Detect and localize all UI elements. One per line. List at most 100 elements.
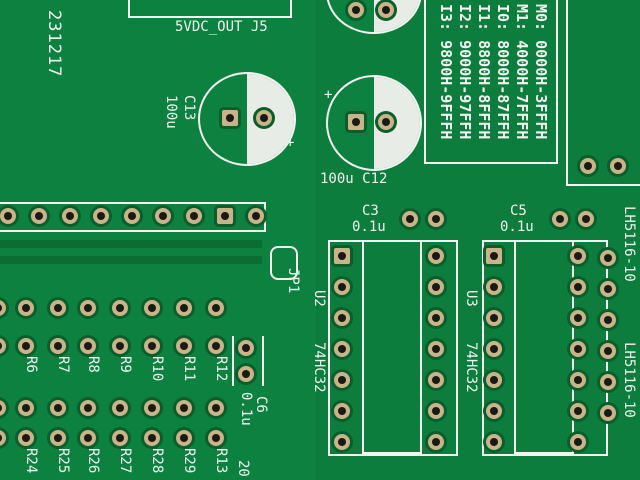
via [600,281,616,297]
display-pad [610,158,626,174]
resistor-pad [18,338,34,354]
resistor-label: R6 [23,356,39,373]
display-pad [580,158,596,174]
c6-value-text: 0.1u [238,392,254,426]
resistor-pad [112,300,128,316]
c12-pad [348,114,364,130]
c13-pad [256,110,272,126]
ic-pin [334,310,350,326]
c13-value-text: 100u [163,95,179,129]
ic-pin [428,341,444,357]
resistor-pad [176,300,192,316]
memory-map-line: I3: 9800H-9FFFH [437,4,455,140]
resistor-pad [50,400,66,416]
ic-pin [334,372,350,388]
via [600,250,616,266]
jp1-label: JP1 [285,268,301,294]
resistor-pad [18,300,34,316]
resistor-label: R27 [117,448,133,474]
ic-pin [428,403,444,419]
resistor-pad [80,300,96,316]
c13-plus: + [286,135,295,151]
u3-part: 74HC32 [463,342,479,393]
c6-value: 0.1u [238,392,254,426]
ic-pin [570,341,586,357]
c13-pad [222,110,238,126]
ic-pin [486,372,502,388]
header-pin [62,208,78,224]
ic-pin [570,310,586,326]
c6-label: C6 [253,396,269,413]
c12-ref: C12 [362,171,388,187]
ic-pin [428,279,444,295]
resistor-pad [18,430,34,446]
ic-pin [486,310,502,326]
resistor-pad [176,338,192,354]
resistor-label: R13 [213,448,229,474]
ic-pin [486,248,502,264]
display-2-label: LH5116-10 [621,342,637,418]
via [600,343,616,359]
header-pin [217,208,233,224]
resistor-pad [144,300,160,316]
u2-ref: U2 [311,290,327,307]
resistor-label: R12 [213,356,229,382]
resistor-pad [208,338,224,354]
c13-label: C13 [181,95,197,120]
ic-pin [428,372,444,388]
via [600,374,616,390]
c6-pad [238,366,254,382]
display-outline [566,0,640,186]
resistor-pad [112,400,128,416]
j5-label: 5VDC_OUT J5 [175,19,268,35]
resistor-pad [50,430,66,446]
resistor-pad [0,300,6,316]
resistor-pad [50,338,66,354]
u3-ref: U3 [463,290,479,307]
resistor-pad [80,400,96,416]
u2-part: 74HC32 [311,342,327,393]
resistor-pad [80,430,96,446]
resistor-pad [208,430,224,446]
resistor-label: R8 [85,356,101,373]
c12-pad [378,114,394,130]
display-1-label: LH5116-10 [621,206,637,282]
c5-value: 0.1u [500,219,534,235]
ic-pin [334,341,350,357]
resistor-label: R7 [55,356,71,373]
resistor-label: R11 [181,356,197,382]
resistor-pad [0,338,6,354]
c12-label: 100u C12 [320,172,387,186]
resistor-pad [112,430,128,446]
via [600,405,616,421]
via [600,312,616,328]
resistor-label: R24 [23,448,39,474]
resistor-label: R26 [85,448,101,474]
c3-pad [402,211,418,227]
c3-value: 0.1u [352,219,386,235]
header-pin [155,208,171,224]
ic-pin [570,279,586,295]
ic-pin [428,310,444,326]
memory-map-line: I1: 8800H-8FFFH [475,4,493,140]
date-code: 231217 [44,10,64,78]
c3-pad [428,211,444,227]
resistor-pad [0,430,6,446]
resistor-label: R25 [55,448,71,474]
j5-outline [128,0,292,18]
cap-pad [378,2,394,18]
header-pin [93,208,109,224]
c6-outline [232,336,264,386]
ic-pin [570,248,586,264]
u2-label: U2 [311,290,327,307]
header-pin [248,208,264,224]
c12-value: 100u [320,171,354,187]
resistor-pad [50,300,66,316]
ic-pin [428,248,444,264]
memory-map-line: I0: 8000H-87FFH [494,4,512,140]
resistor-pad [144,338,160,354]
ic-pin [570,434,586,450]
u3-part-text: 74HC32 [463,342,479,393]
resistor-label: R29 [181,448,197,474]
memory-map-box [424,0,558,164]
